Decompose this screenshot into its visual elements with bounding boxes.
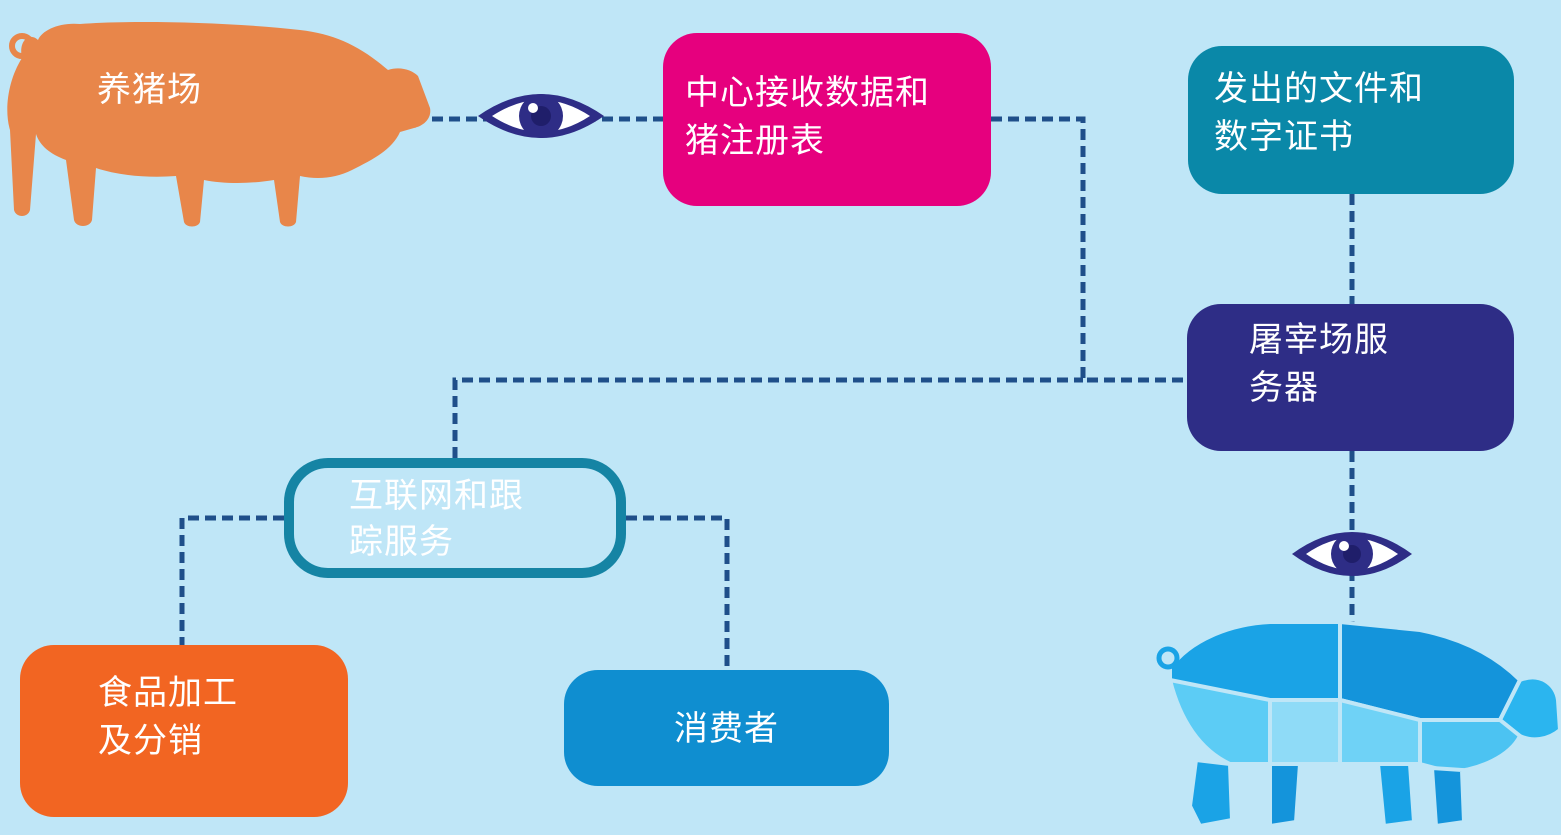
data-center-label: 中心接收数据和 猪注册表 [685,73,930,161]
farm-label: 养猪场 [97,70,202,110]
data-center-box: 中心接收数据和 猪注册表 [663,33,991,206]
internet-tracking-box: 互联网和跟 踪服务 [284,458,626,578]
consumer-box: 消费者 [564,670,889,786]
food-processing-label: 食品加工 及分销 [98,673,238,761]
documents-certificate-label: 发出的文件和 数字证书 [1214,69,1424,157]
documents-certificate-box: 发出的文件和 数字证书 [1188,46,1514,194]
slaughterhouse-server-label: 屠宰场服 务器 [1249,320,1389,408]
food-processing-box: 食品加工 及分销 [20,645,348,817]
center-to-slaughter-connector [991,116,1187,383]
internet-to-food-connector [179,515,284,645]
internet-uplink-connector [452,377,1083,458]
internet-tracking-label: 互联网和跟 踪服务 [349,476,524,562]
consumer-label: 消费者 [674,709,779,749]
slaughterhouse-server-box: 屠宰场服 务器 [1187,304,1514,451]
